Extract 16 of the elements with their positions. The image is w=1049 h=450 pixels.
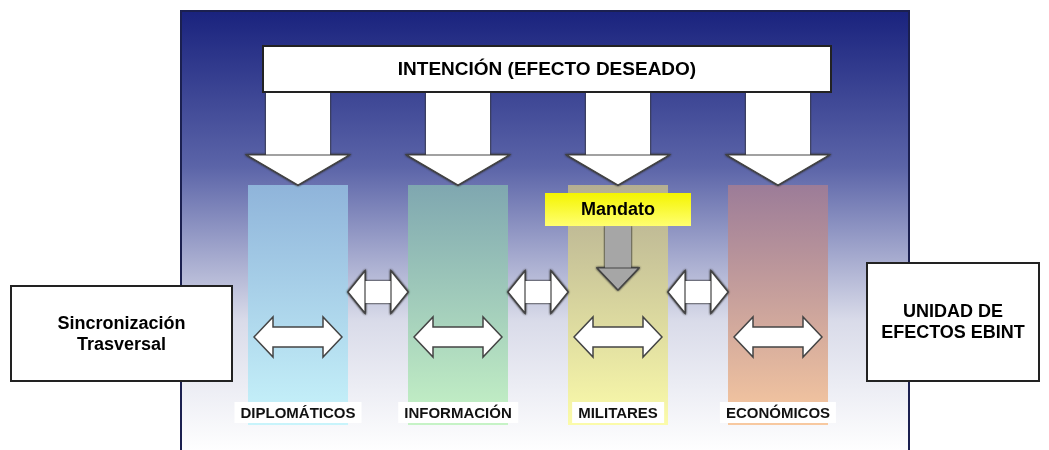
block-arrow (566, 93, 670, 186)
double-arrow (347, 270, 409, 314)
synchronization-box: Sincronización Trasversal (10, 285, 233, 382)
column-label: MILITARES (572, 402, 664, 423)
column-label: INFORMACIÓN (398, 402, 518, 423)
block-arrow (246, 93, 350, 186)
block-arrow (596, 226, 640, 291)
mandate-box: Mandato (545, 193, 691, 226)
block-arrow (726, 93, 830, 186)
intention-box: INTENCIÓN (EFECTO DESEADO) (262, 45, 832, 93)
double-arrow (507, 270, 569, 314)
double-arrow (667, 270, 729, 314)
block-arrow (406, 93, 510, 186)
column-label: DIPLOMÁTICOS (234, 402, 362, 423)
column-label: ECONÓMICOS (719, 402, 837, 423)
unity-box: UNIDAD DE EFECTOS EBINT (866, 262, 1040, 382)
